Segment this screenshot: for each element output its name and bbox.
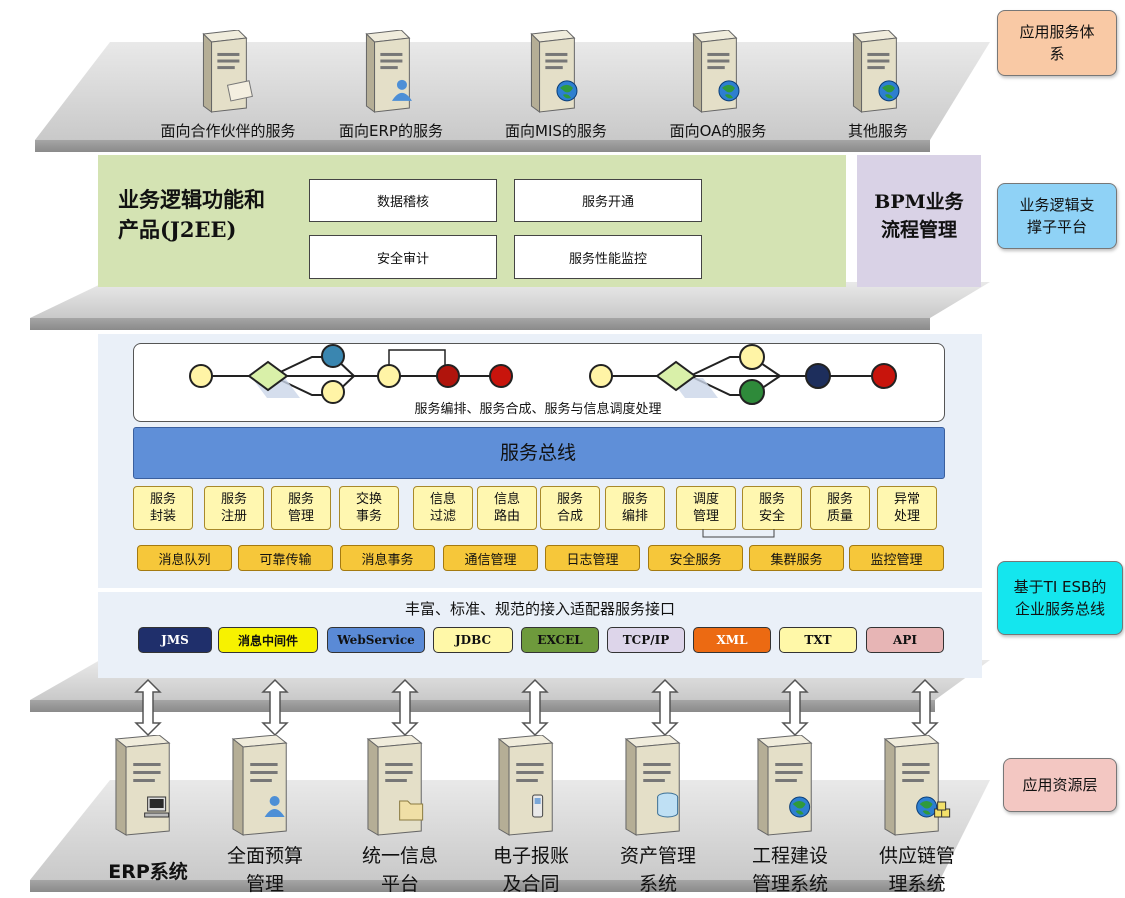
right-flow [589,344,897,405]
biz-box-data-audit: 数据稽核 [309,179,497,222]
service-box: 交换 事务 [339,486,399,530]
top-server-label: 面向合作伙伴的服务 [160,122,296,140]
service-box: 服务 编排 [605,486,665,530]
top-slab [35,42,990,140]
service-bus-title: 服务总线 [499,442,576,464]
system-label: 全面预算 管理 [226,845,303,895]
adapter-badge: JDBC [433,627,513,653]
service-box: 调度 管理 [676,486,736,530]
flow-node [739,344,765,370]
bpm-panel [857,155,981,287]
service-box: 服务 安全 [742,486,802,530]
server-icon [521,29,599,126]
flow-node [871,363,897,389]
gateway-diamond [247,360,289,392]
system-label: 电子报账 及合同 [492,845,569,895]
adapter-badge: XML [693,627,771,653]
system-server-icon [220,734,312,849]
service-box: 信息 过滤 [413,486,473,530]
service-box: 异常 处理 [877,486,937,530]
service-box: 服务 管理 [271,486,331,530]
adapter-badge: API [866,627,944,653]
left-flow [189,344,513,404]
biz-box-performance-monitor: 服务性能监控 [514,235,702,279]
adapter-badge: JMS [138,627,212,653]
service-box: 服务 合成 [540,486,600,530]
bidirectional-arrow [911,678,939,737]
flow-node [377,364,401,388]
system-label: ERP系统 [108,861,188,883]
infra-box: 消息事务 [340,545,435,571]
side-tag-business-logic: 业务逻辑支 撑子平台 [997,183,1117,249]
system-server-icon [745,734,837,849]
biz-box-security-audit: 安全审计 [309,235,497,279]
system-server-icon [613,734,705,849]
server-icon [683,29,761,126]
bpm-title: BPM业务 流程管理 [874,191,964,241]
flow-node [489,364,513,388]
service-box: 服务 封装 [133,486,193,530]
infra-box: 安全服务 [648,545,743,571]
system-server-icon [355,734,447,849]
system-server-icon [486,734,578,849]
adapter-badge: 消息中间件 [218,627,318,653]
infra-box: 监控管理 [849,545,944,571]
system-label: 资产管理 系统 [619,845,696,895]
infra-box: 消息队列 [137,545,232,571]
flow-caption: 服务编排、服务合成、服务与信息调度处理 [414,402,662,417]
side-tag-app-service: 应用服务体 系 [997,10,1117,76]
service-box: 服务 质量 [810,486,870,530]
system-label: 工程建设 管理系统 [751,845,828,895]
flow-node [589,364,613,388]
server-icon [843,29,921,126]
service-box: 服务 注册 [204,486,264,530]
biz-box-service-activation: 服务开通 [514,179,702,222]
service-box: 信息 路由 [477,486,537,530]
top-server-label: 面向ERP的服务 [339,122,443,140]
system-label: 供应链管 理系统 [878,845,955,895]
business-logic-title: 业务逻辑功能和 产品(J2EE) [118,187,265,242]
top-server-label: 面向OA的服务 [669,122,767,140]
flow-node [189,364,213,388]
system-server-icon [103,734,195,849]
infra-box: 可靠传输 [238,545,333,571]
side-tag-resource: 应用资源层 [1003,758,1117,812]
adapter-badge: TCP/IP [607,627,685,653]
bidirectional-arrow [391,678,419,737]
flow-node [321,380,345,404]
service-bus-bar [133,427,945,479]
infra-box: 日志管理 [545,545,640,571]
flow-node [805,363,831,389]
adapter-badge: WebService [327,627,425,653]
bidirectional-arrow [781,678,809,737]
infra-box: 通信管理 [443,545,538,571]
bidirectional-arrow [651,678,679,737]
flow-node [321,344,345,368]
bidirectional-arrow [521,678,549,737]
system-server-icon [872,734,964,849]
server-icon [193,29,271,126]
bidirectional-arrow [261,678,289,737]
flow-node [739,379,765,405]
side-tag-esb: 基于TI ESB的 企业服务总线 [997,561,1123,635]
infra-box: 集群服务 [749,545,844,571]
top-server-label: 面向MIS的服务 [505,122,607,140]
adapter-badge: EXCEL [521,627,599,653]
adapter-badge: TXT [779,627,857,653]
server-icon [356,29,434,126]
bidirectional-arrow [134,678,162,737]
top-server-label: 其他服务 [847,122,908,140]
system-label: 统一信息 平台 [361,845,438,895]
middle-slab [30,282,990,318]
adapter-caption: 丰富、标准、规范的接入适配器服务接口 [404,600,675,618]
flow-node [436,364,460,388]
gateway-diamond [655,360,697,392]
